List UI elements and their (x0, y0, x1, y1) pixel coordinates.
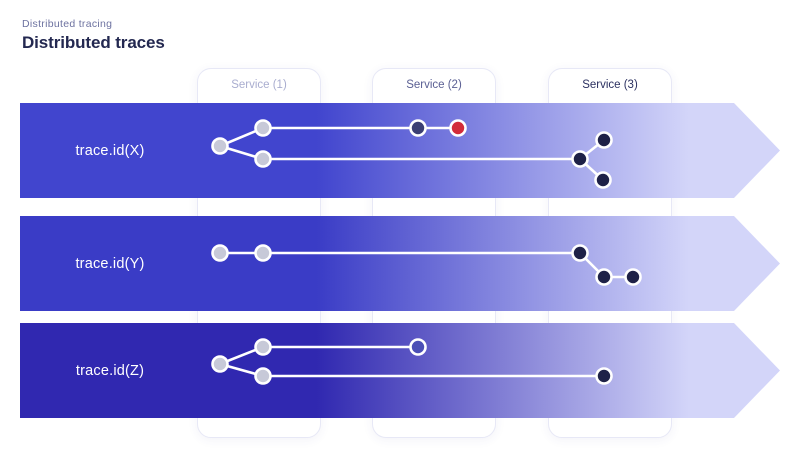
span-node (595, 367, 613, 385)
trace-nodes (211, 244, 642, 286)
span-node (594, 171, 612, 189)
trace-label-y: trace.id(Y) (75, 255, 145, 272)
eyebrow-label: Distributed tracing (22, 18, 113, 30)
trace-graph-x (211, 119, 613, 189)
trace-nodes (211, 119, 613, 189)
trace-row-z[interactable]: trace.id(Z) (20, 323, 780, 418)
span-node-error (449, 119, 467, 137)
span-node (571, 150, 589, 168)
trace-nodes (211, 338, 613, 385)
trace-edges (218, 126, 606, 182)
span-node (409, 338, 427, 356)
span-node (254, 119, 272, 137)
trace-row-y[interactable]: trace.id(Y) (20, 216, 780, 311)
service-label-2: Service (2) (406, 79, 462, 91)
span-node (254, 367, 272, 385)
trace-label-x: trace.id(X) (75, 142, 145, 159)
span-node (211, 244, 229, 262)
trace-band-y (20, 216, 780, 311)
trace-graph-z (211, 338, 613, 385)
span-node (624, 268, 642, 286)
trace-band-x (20, 103, 780, 198)
trace-graph-y (211, 244, 642, 286)
span-node (254, 338, 272, 356)
span-node (571, 244, 589, 262)
trace-row-x[interactable]: trace.id(X) (20, 103, 780, 198)
service-label-1: Service (1) (231, 79, 287, 91)
span-node (254, 150, 272, 168)
span-node (211, 137, 229, 155)
span-node (595, 268, 613, 286)
service-label-3: Service (3) (582, 79, 638, 91)
span-node (211, 355, 229, 373)
trace-edges (218, 251, 635, 279)
span-node (254, 244, 272, 262)
trace-label-z: trace.id(Z) (75, 362, 145, 379)
trace-band-z (20, 323, 780, 418)
page-title: Distributed traces (22, 33, 165, 52)
span-node (409, 119, 427, 137)
span-node (595, 131, 613, 149)
